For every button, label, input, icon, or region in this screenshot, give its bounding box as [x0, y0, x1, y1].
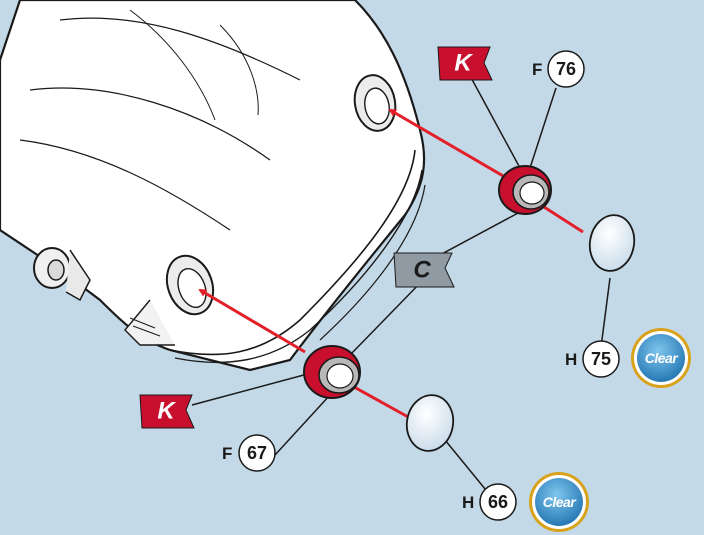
- badge-label: Clear: [543, 494, 578, 510]
- paint-flag-icon: C: [394, 253, 454, 287]
- center-paint-code: C: [413, 257, 431, 284]
- part-letter: H: [462, 493, 474, 512]
- badge-label: Clear: [645, 350, 680, 366]
- part-letter: F: [222, 444, 232, 463]
- paint-flag-icon: K: [140, 395, 194, 428]
- paint-flag-icon: K: [438, 47, 492, 80]
- part-number: 67: [247, 443, 267, 463]
- part-number: 75: [591, 349, 611, 369]
- part-number: 76: [556, 59, 576, 79]
- lower-headlight-bezel: [304, 346, 360, 398]
- part-letter: H: [565, 350, 577, 369]
- lower-paint-code: K: [157, 398, 176, 425]
- clear-paint-badge-icon: Clear: [529, 472, 589, 532]
- upper-paint-code: K: [454, 50, 473, 77]
- clear-paint-badge-icon: Clear: [631, 328, 691, 388]
- part-letter: F: [532, 60, 542, 79]
- upper-headlight-bezel: [499, 166, 551, 214]
- part-number: 66: [488, 492, 508, 512]
